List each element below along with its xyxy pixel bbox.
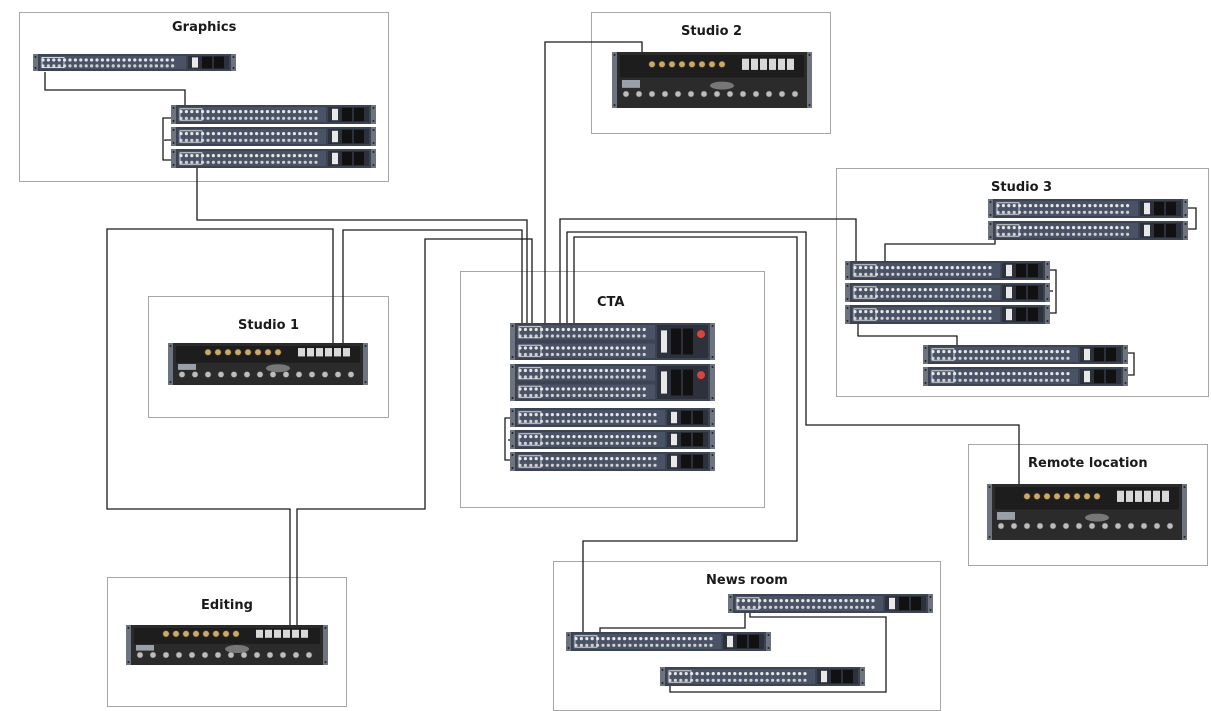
graphics-panel-1 <box>171 105 376 124</box>
remote-router <box>987 484 1187 540</box>
cta-panel-3-graphic <box>510 408 715 427</box>
cable-newsroom-cta <box>573 236 798 640</box>
studio3-panel-1 <box>988 199 1188 218</box>
studio1-router-graphic <box>168 343 368 385</box>
studio1-label: Studio 1 <box>238 318 300 333</box>
cta-panel-2 <box>510 364 715 401</box>
cable-cta-loop <box>504 417 512 461</box>
studio3-panel-4 <box>845 283 1050 302</box>
cable-studio1-cta <box>342 229 523 345</box>
studio3-panel-2 <box>988 221 1188 240</box>
cable-graphics-loop <box>162 117 172 161</box>
cable-studio3-e <box>857 316 958 353</box>
graphics-panel-top-graphic <box>33 54 236 71</box>
cta-panel-5 <box>510 452 715 471</box>
studio3-panel-7-graphic <box>923 367 1128 386</box>
studio3-panel-4-graphic <box>845 283 1050 302</box>
newsroom-panel-3 <box>660 667 865 686</box>
cta-label: CTA <box>597 295 625 310</box>
graphics-panel-1-graphic <box>171 105 376 124</box>
cable-studio2-cta <box>544 41 643 325</box>
studio3-panel-5-graphic <box>845 305 1050 324</box>
cta-panel-1-graphic <box>510 323 715 360</box>
cable-editing-cta <box>296 238 533 625</box>
cta-panel-4 <box>510 430 715 449</box>
newsroom-panel-1 <box>728 594 933 613</box>
studio2-label: Studio 2 <box>681 24 743 39</box>
cta-panel-4-graphic <box>510 430 715 449</box>
graphics-panel-top <box>33 54 236 71</box>
studio3-panel-7 <box>923 367 1128 386</box>
graphics-panel-3 <box>171 149 376 168</box>
cta-panel-1 <box>510 323 715 360</box>
cable-graphics-loop2 <box>164 139 172 141</box>
studio3-label: Studio 3 <box>991 180 1053 195</box>
newsroom-panel-2-graphic <box>566 632 771 651</box>
cable-newsroom-a <box>669 610 887 693</box>
cable-studio3-c <box>1049 269 1057 314</box>
newsroom-panel-1-graphic <box>728 594 933 613</box>
editing-label: Editing <box>201 598 253 613</box>
studio2-router-graphic <box>612 52 812 108</box>
graphics-panel-2 <box>171 127 376 146</box>
cable-studio3-a <box>1187 207 1197 230</box>
studio1-router <box>168 343 368 385</box>
cable-studio3-f <box>1126 352 1135 376</box>
newsroom-label: News room <box>706 573 788 588</box>
studio3-panel-1-graphic <box>988 199 1188 218</box>
editing-router <box>126 625 328 665</box>
editing-router-graphic <box>126 625 328 665</box>
studio3-panel-3-graphic <box>845 261 1050 280</box>
cable-studio3-b <box>884 231 996 265</box>
cable-graphics-top <box>44 72 186 110</box>
graphics-label: Graphics <box>172 20 237 35</box>
studio3-panel-6 <box>923 345 1128 364</box>
remote-label: Remote location <box>1028 456 1148 471</box>
cable-graphics-cta <box>196 162 528 325</box>
studio2-router <box>612 52 812 108</box>
cable-remote-cta <box>566 231 1020 486</box>
remote-router-graphic <box>987 484 1187 540</box>
graphics-panel-3-graphic <box>171 149 376 168</box>
cta-panel-5-graphic <box>510 452 715 471</box>
studio3-panel-2-graphic <box>988 221 1188 240</box>
cta-panel-3 <box>510 408 715 427</box>
newsroom-panel-2 <box>566 632 771 651</box>
studio3-panel-6-graphic <box>923 345 1128 364</box>
cable-studio1-editing-a <box>106 228 334 625</box>
cable-layer <box>44 41 1197 693</box>
cable-studio3-cta <box>559 218 857 325</box>
graphics-panel-2-graphic <box>171 127 376 146</box>
studio3-panel-5 <box>845 305 1050 324</box>
newsroom-panel-3-graphic <box>660 667 865 686</box>
studio3-panel-3 <box>845 261 1050 280</box>
cta-panel-2-graphic <box>510 364 715 401</box>
